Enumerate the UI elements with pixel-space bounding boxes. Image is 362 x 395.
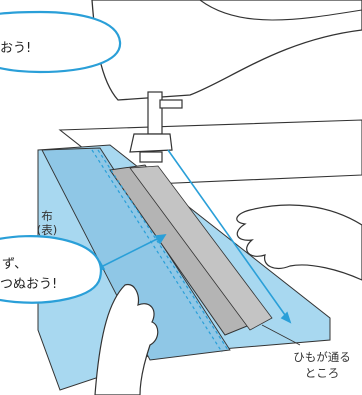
left-hand	[94, 283, 159, 395]
stitch-line	[91, 149, 223, 353]
sewing-machine-arm	[199, 0, 362, 21]
fabric-fold-left	[41, 147, 231, 361]
callout-bottom-bubble	[0, 235, 103, 304]
callout-bottom-line1: ず、	[2, 257, 28, 272]
cord-pointer-line	[261, 324, 301, 346]
right-hand	[236, 204, 362, 281]
callout-top-text: おう!	[0, 41, 32, 56]
callout-bottom-line2: つぬおう!	[0, 277, 58, 292]
sewing-direction-arrow-icon	[167, 149, 292, 324]
cord-label-line1: ひもが通る	[293, 350, 351, 364]
sewing-machine-body	[91, 0, 362, 101]
stitch-line	[97, 149, 229, 351]
fabric-label-line1: 布	[41, 209, 53, 223]
fabric-label-line2: (表)	[36, 223, 58, 237]
presser-foot-icon	[129, 91, 183, 163]
cord-channel-inner	[129, 165, 273, 331]
cord-label-line2: ところ	[304, 366, 340, 380]
callout-top-bubble	[0, 10, 122, 74]
